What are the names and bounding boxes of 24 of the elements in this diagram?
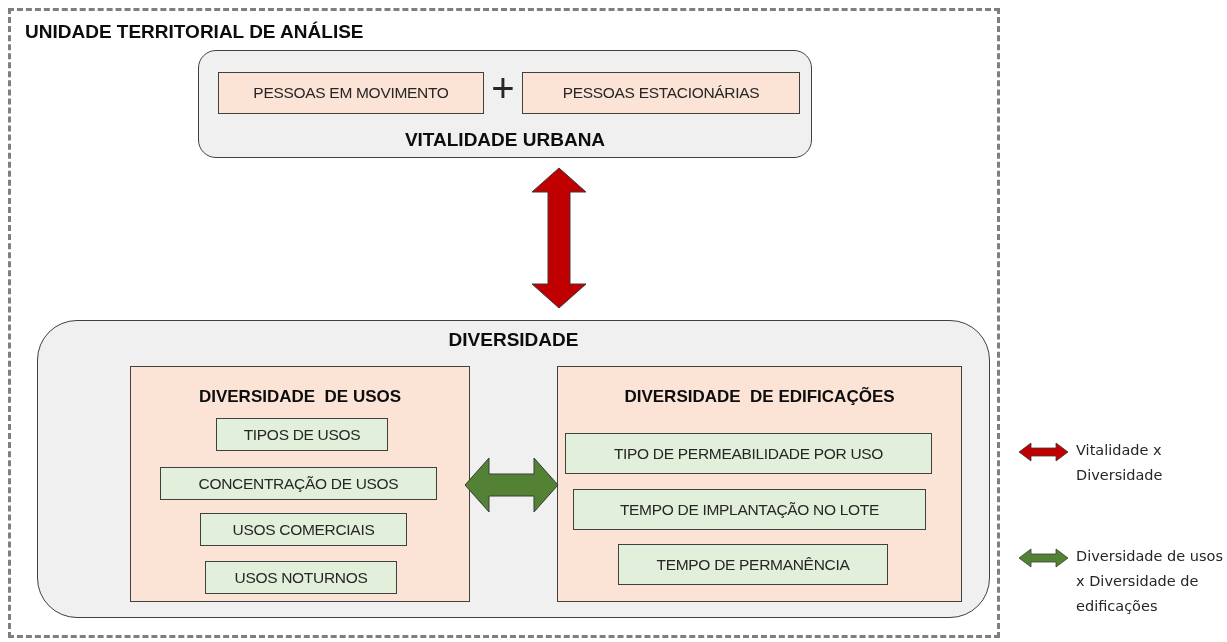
heading: DIVERSIDADE [447,329,580,351]
rounded-panel [198,50,812,158]
category-box: TEMPO DE IMPLANTAÇÃO NO LOTE [573,489,926,530]
category-box: CONCENTRAÇÃO DE USOS [160,467,437,500]
category-box: TIPOS DE USOS [216,418,388,451]
legend-text: Vitalidade x Diversidade [1076,441,1164,485]
legend-text: Diversidade de usos x Diversidade de edificações [1076,547,1224,616]
group-panel [130,366,470,602]
double-arrow [464,457,559,513]
heading: DIVERSIDADE DE EDIFICAÇÕES [623,387,896,407]
category-box: USOS COMERCIAIS [200,513,407,546]
title: UNIDADE TERRITORIAL DE ANÁLISE [25,21,364,43]
group-panel [557,366,962,602]
double-arrow [531,167,587,309]
category-box: PESSOAS ESTACIONÁRIAS [522,72,800,114]
plus-sign: + [490,65,516,112]
category-box: TEMPO DE PERMANÊNCIA [618,544,888,585]
dashed-frame [8,8,1000,638]
rounded-panel [37,320,990,618]
category-box: TIPO DE PERMEABILIDADE POR USO [565,433,932,474]
category-box: USOS NOTURNOS [205,561,397,594]
heading: DIVERSIDADE DE USOS [197,387,403,407]
heading: VITALIDADE URBANA [403,129,607,151]
category-box: PESSOAS EM MOVIMENTO [218,72,484,114]
